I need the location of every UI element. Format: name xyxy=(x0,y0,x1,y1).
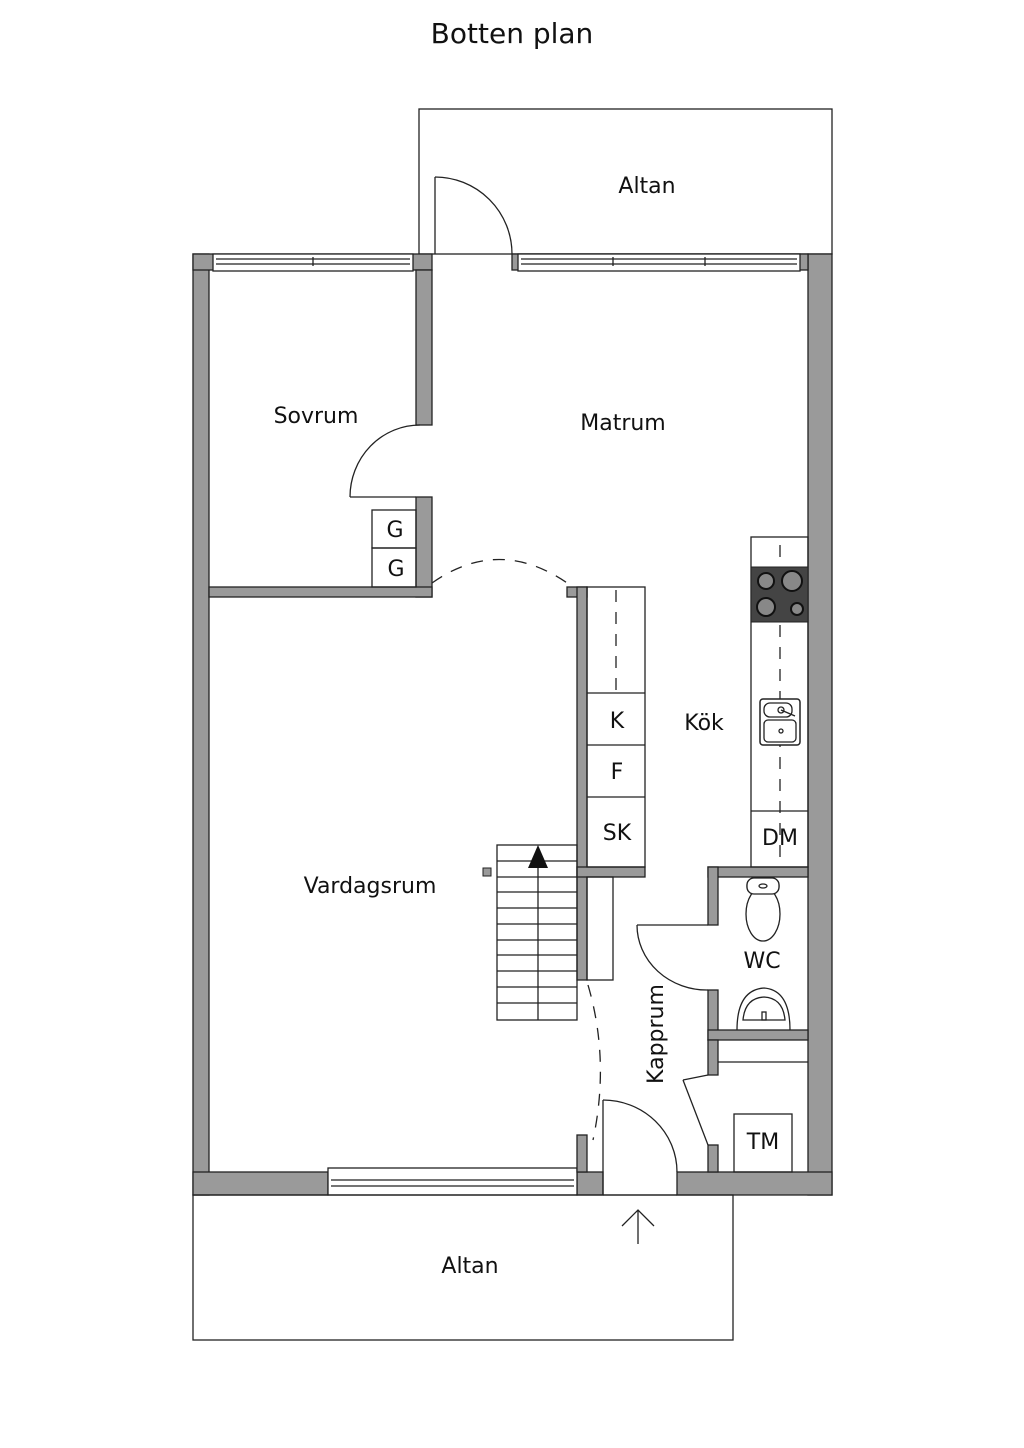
room-label-kok: Kök xyxy=(684,711,724,736)
closet xyxy=(586,876,614,981)
sink-icon xyxy=(759,698,801,746)
staircase[interactable] xyxy=(496,844,578,1021)
plan-title: Botten plan xyxy=(431,17,594,50)
wc-door[interactable] xyxy=(636,924,709,991)
window-sovrum xyxy=(212,253,414,272)
sovrum-door[interactable] xyxy=(349,424,421,498)
wardrobe-label: G xyxy=(387,557,404,582)
room-label-altan-top: Altan xyxy=(618,174,675,199)
exterior-walls xyxy=(192,253,833,1196)
washing-machine-label: TM xyxy=(746,1130,779,1155)
opening-arc xyxy=(587,984,602,1141)
kitchen-counter: DM xyxy=(750,536,809,868)
room-label-wc: WC xyxy=(743,949,780,974)
stove-icon xyxy=(750,566,809,623)
laundry-door[interactable] xyxy=(682,1074,709,1146)
washing-machine: TM xyxy=(733,1113,793,1173)
stair-up-arrow-icon xyxy=(528,845,548,868)
terrace-door[interactable] xyxy=(434,176,513,255)
window-vardagsrum xyxy=(327,1167,578,1196)
room-label-sovrum: Sovrum xyxy=(274,404,359,429)
freezer-label: F xyxy=(611,760,624,785)
terrace-bottom xyxy=(192,1194,734,1341)
room-label-vardagsrum: Vardagsrum xyxy=(304,874,437,899)
wardrobes: G G xyxy=(371,509,417,588)
entrance-door[interactable] xyxy=(602,1099,678,1196)
wardrobe-label: G xyxy=(386,518,403,543)
entrance-arrow-icon xyxy=(621,1209,655,1244)
room-label-altan-bottom: Altan xyxy=(441,1254,498,1279)
fridge-label: K xyxy=(610,709,625,734)
toilet-icon xyxy=(745,877,781,942)
washbasin-icon xyxy=(736,987,791,1031)
opening-arc xyxy=(431,558,571,586)
kitchen-cabinets: K F SK xyxy=(586,586,646,868)
dishwasher-label: DM xyxy=(762,826,798,851)
room-label-matrum: Matrum xyxy=(580,411,666,436)
column xyxy=(482,867,492,877)
window-matrum xyxy=(517,253,801,272)
room-label-kapprum: Kapprum xyxy=(644,984,669,1084)
cabinet-label: SK xyxy=(603,821,632,846)
